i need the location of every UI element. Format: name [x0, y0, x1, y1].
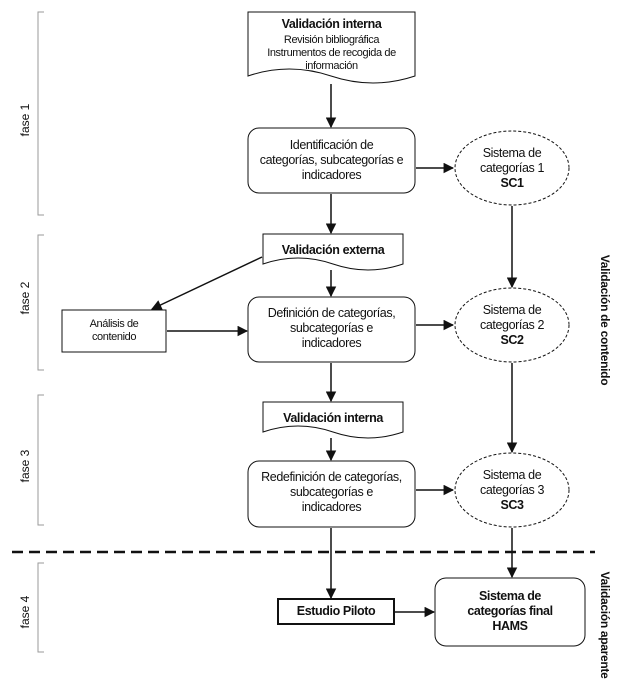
box-redefinition-line3: indicadores — [301, 500, 362, 514]
phase-4-bracket — [37, 562, 44, 653]
circle-sc1-line2: categorías 1 — [480, 161, 544, 175]
phase-4-label: fase 4 — [18, 595, 32, 629]
circle-sc3-line2: categorías 3 — [480, 483, 544, 497]
doc-internal-1-title: Validación interna — [281, 17, 382, 31]
phase-1-label: fase 1 — [18, 103, 32, 137]
box-redefinition: Redefinición de categorías, subcategoría… — [248, 470, 415, 515]
box-final-line1: Sistema de — [478, 589, 541, 603]
arrow-external-to-analysis — [151, 256, 263, 310]
doc-internal-1-line2: Instrumentos de recogida de — [267, 47, 396, 59]
doc-internal-1-line1: Revisión bibliográfica — [283, 34, 380, 46]
circle-sc1: Sistema de categorías 1 SC1 — [455, 146, 569, 191]
doc-internal-2-shape — [262, 401, 404, 439]
box-identification-line3: indicadores — [301, 168, 362, 182]
phase-3-label: fase 3 — [18, 449, 32, 483]
box-pilot-shape — [277, 598, 395, 625]
circle-sc2-shape — [454, 287, 570, 363]
circle-sc2: Sistema de categorías 2 SC2 — [455, 303, 569, 348]
box-content-analysis-line2: contenido — [91, 331, 137, 343]
box-definition: Definición de categorías, subcategorías … — [248, 306, 415, 351]
box-content-analysis-line1: Análisis de — [89, 318, 139, 330]
box-final-line3: HAMS — [492, 619, 528, 633]
circle-sc2-line1: Sistema de — [482, 303, 542, 317]
box-identification: Identificación de categorías, subcategor… — [248, 138, 415, 183]
doc-internal-1-shape — [247, 11, 416, 84]
circle-sc3: Sistema de categorías 3 SC3 — [455, 468, 569, 513]
box-redefinition-line1: Redefinición de categorías, — [261, 470, 402, 484]
doc-internal-2-title: Validación interna — [283, 411, 383, 425]
face-validation-label: Validación aparente — [598, 571, 612, 679]
phase-3-bracket — [37, 394, 44, 526]
doc-external-title: Validación externa — [281, 243, 385, 257]
doc-internal-1: Validación interna Revisión bibliográfic… — [248, 17, 415, 73]
box-redefinition-line2: subcategorías e — [290, 485, 373, 499]
circle-sc2-code: SC2 — [500, 333, 524, 347]
circle-sc1-code: SC1 — [500, 176, 524, 190]
phase-2-bracket — [37, 234, 44, 371]
box-final-line2: categorías final — [467, 604, 553, 618]
box-definition-line1: Definición de categorías, — [267, 306, 396, 320]
box-content-analysis-shape — [61, 309, 167, 353]
doc-internal-1-line3: información — [305, 60, 358, 72]
box-identification-line1: Identificación de — [289, 138, 374, 152]
circle-sc2-line2: categorías 2 — [480, 318, 544, 332]
circle-sc3-code: SC3 — [500, 498, 524, 512]
circle-sc3-line1: Sistema de — [482, 468, 542, 482]
box-content-analysis: Análisis de contenido — [62, 318, 166, 344]
phase-2-label: fase 2 — [18, 281, 32, 315]
box-definition-line2: subcategorías e — [290, 321, 373, 335]
doc-external-shape — [262, 233, 404, 271]
box-final: Sistema de categorías final HAMS — [435, 589, 585, 634]
box-identification-line2: categorías, subcategorías e — [259, 153, 404, 167]
content-validation-label: Validación de contenido — [598, 254, 612, 386]
circle-sc3-shape — [454, 452, 570, 528]
box-pilot-title: Estudio Piloto — [296, 604, 376, 618]
phase-1-bracket — [37, 11, 44, 216]
circle-sc1-shape — [454, 130, 570, 206]
box-definition-line3: indicadores — [301, 336, 362, 350]
circle-sc1-line1: Sistema de — [482, 146, 542, 160]
